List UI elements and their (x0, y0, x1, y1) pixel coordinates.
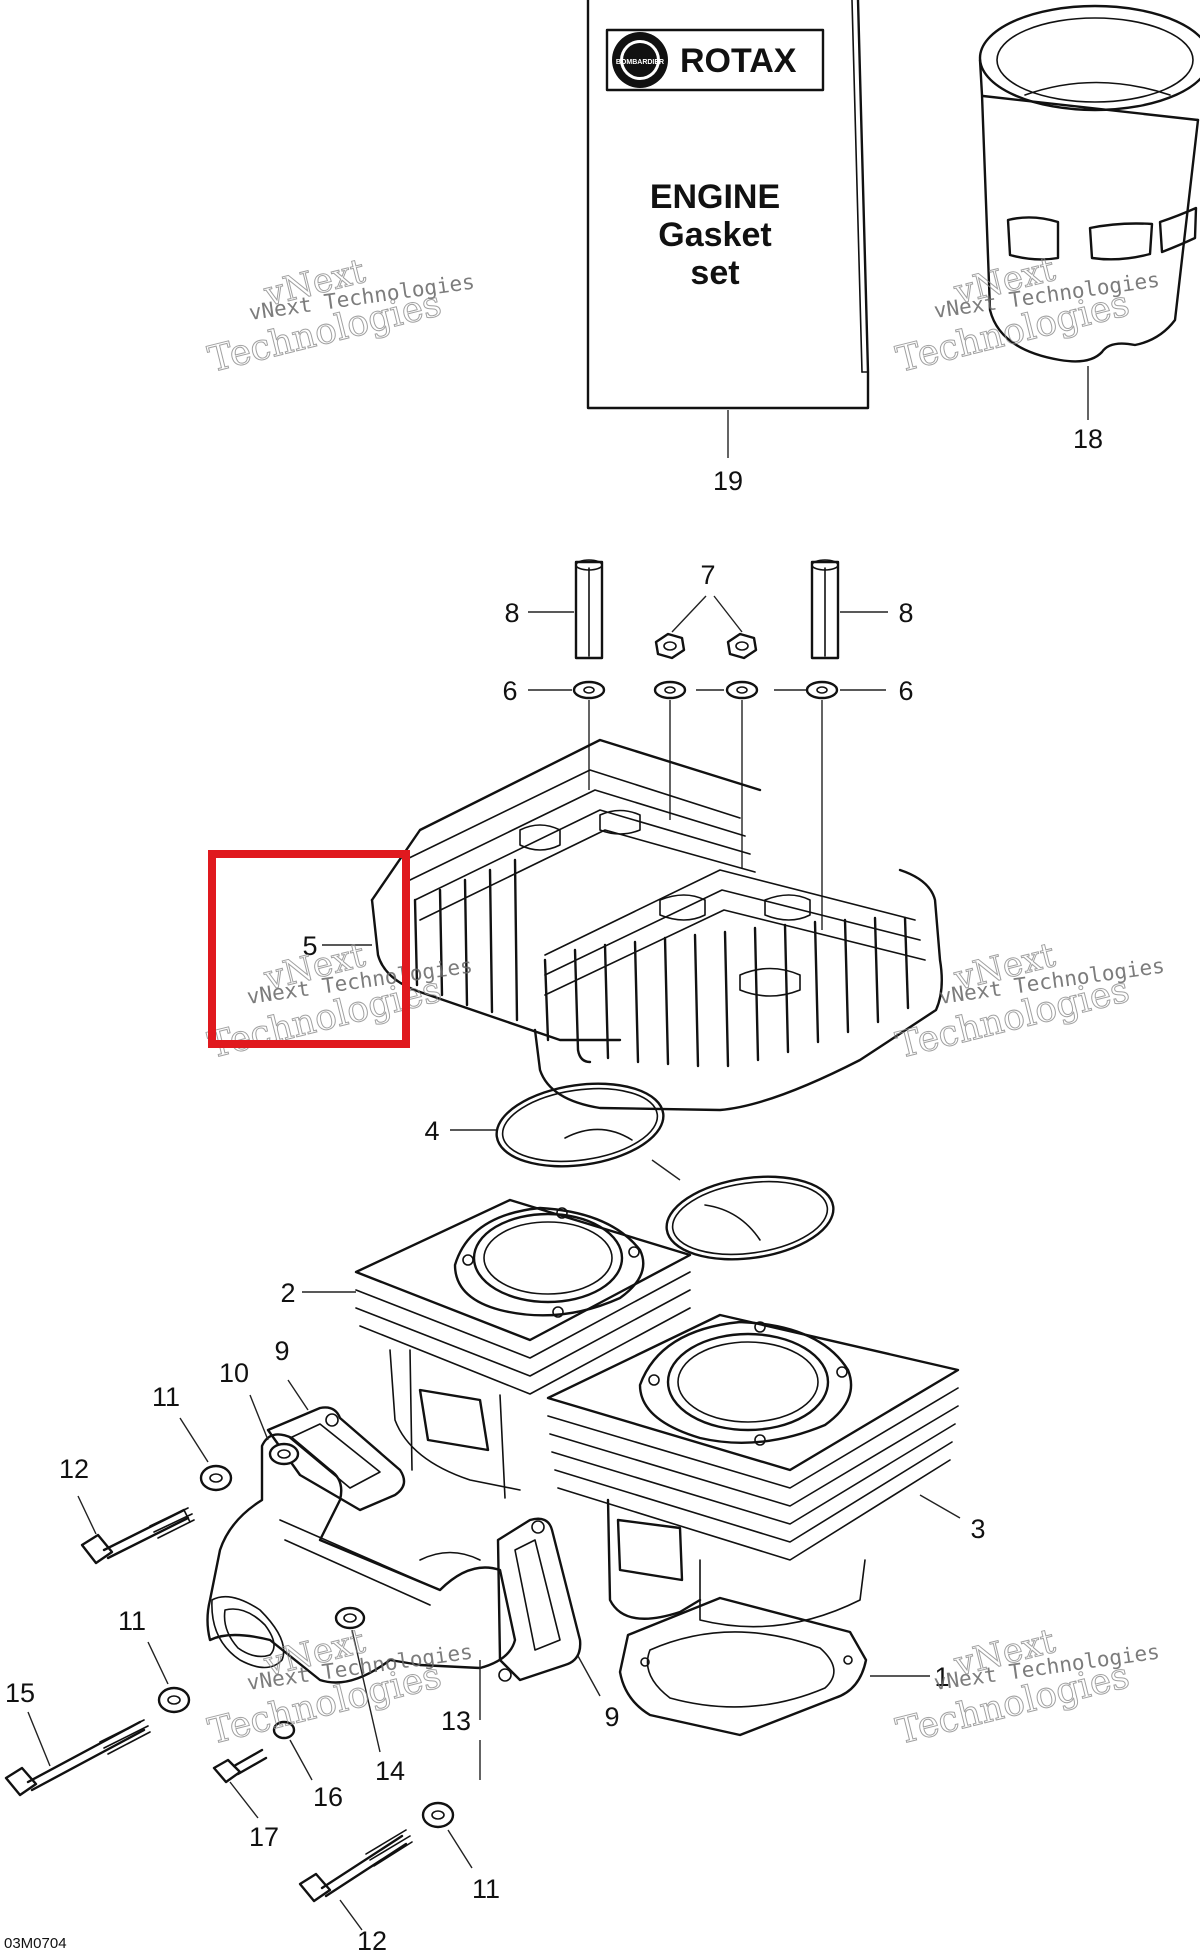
callout-7: 7 (700, 560, 715, 590)
rotax-brand: ROTAX (680, 42, 797, 80)
bombardier-gear-icon: BOMBARDIER (612, 32, 668, 88)
callout-9-lower: 9 (604, 1702, 619, 1732)
cylinder-head[interactable] (370, 738, 943, 1112)
watermark-2: vNext Technologies vNext Technologies (892, 249, 1161, 382)
callout-5: 5 (302, 931, 317, 961)
callout-13: 13 (441, 1706, 471, 1736)
gasket-set-box[interactable]: BOMBARDIER ROTAX ENGINE Gasket set (586, 0, 870, 410)
intake-gasket-lower[interactable] (496, 1517, 582, 1682)
bolt-long[interactable] (4, 1719, 151, 1797)
spacer-left[interactable] (574, 559, 604, 660)
callout-17: 17 (249, 1822, 279, 1852)
watermark-6: vNext Technologies vNext Technologies (892, 1621, 1161, 1754)
watermark-4: vNext Technologies vNext Technologies (892, 935, 1166, 1068)
callout-8-right: 8 (898, 598, 913, 628)
cylinder-sleeve[interactable] (978, 4, 1200, 363)
callout-10: 10 (219, 1358, 249, 1388)
highlight-box-part-5[interactable] (208, 850, 410, 1048)
callout-3: 3 (970, 1514, 985, 1544)
lock-washer-middle[interactable] (157, 1686, 191, 1714)
drawing-code: 03M0704 (4, 1935, 67, 1952)
watermark-5: vNext Technologies vNext Technologies (204, 1621, 474, 1754)
bolt-upper[interactable] (80, 1507, 195, 1565)
callout-6-left: 6 (502, 676, 517, 706)
spacer-right[interactable] (810, 559, 840, 660)
watermark-1: vNext Technologies vNext Technologies (204, 251, 476, 382)
nut-right[interactable] (726, 632, 758, 660)
base-gasket[interactable] (618, 1596, 868, 1737)
bombardier-logo-text: BOMBARDIER (616, 59, 664, 66)
gasket-box-line1: ENGINE (650, 178, 780, 216)
lock-washer-upper[interactable] (199, 1464, 233, 1492)
gasket-box-line3: set (690, 254, 739, 292)
callout-14: 14 (375, 1756, 405, 1786)
bolt-lower[interactable] (298, 1829, 413, 1903)
intake-manifold[interactable] (206, 1433, 517, 1684)
callout-11-middle: 11 (118, 1606, 146, 1636)
callout-4: 4 (424, 1116, 439, 1146)
callout-12-lower: 12 (357, 1926, 387, 1956)
nut-left[interactable] (654, 632, 686, 660)
lock-washer-lower[interactable] (421, 1801, 455, 1829)
flat-washer[interactable] (272, 1720, 296, 1740)
callout-8-left: 8 (504, 598, 519, 628)
cylinder-block[interactable] (354, 1198, 960, 1628)
callout-2: 2 (280, 1278, 295, 1308)
callout-15: 15 (5, 1678, 35, 1708)
callout-19: 19 (713, 466, 743, 496)
gasket-box-line2: Gasket (658, 216, 771, 254)
callout-11-upper: 11 (152, 1382, 180, 1412)
callout-12-upper: 12 (59, 1454, 89, 1484)
callout-1: 1 (934, 1662, 949, 1692)
head-gasket-rings[interactable] (491, 1074, 838, 1270)
callout-18: 18 (1073, 424, 1103, 454)
callout-11-lower: 11 (472, 1874, 500, 1904)
bolt-short[interactable] (212, 1748, 268, 1784)
washers[interactable] (572, 680, 839, 700)
callout-16: 16 (313, 1782, 343, 1812)
callout-9-upper: 9 (274, 1336, 289, 1366)
callout-6-right: 6 (898, 676, 913, 706)
